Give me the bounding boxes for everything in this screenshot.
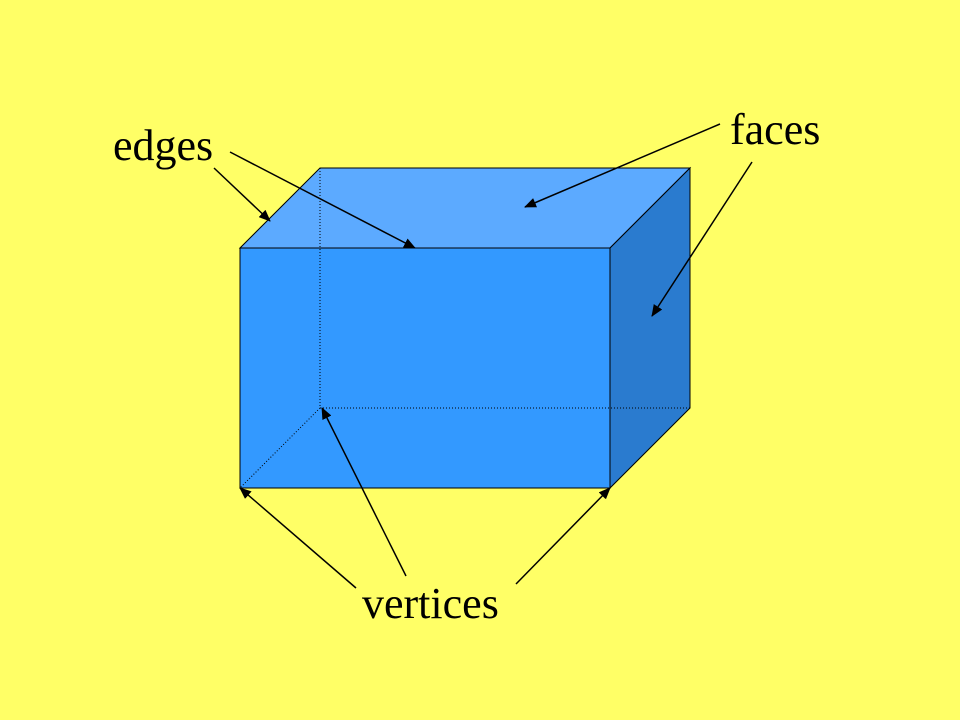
vertices-arrow-right [515, 487, 611, 585]
vertices-arrow-middle [321, 407, 407, 577]
vertices-label: vertices [362, 579, 499, 628]
faces-arrow-top [524, 123, 721, 208]
edges-arrow-top [229, 151, 416, 249]
hidden-edge-diagonal [239, 407, 321, 489]
edges-label: edges [113, 121, 213, 170]
vertices-arrow-left [239, 487, 357, 589]
faces-arrow-side [651, 161, 753, 317]
front-face [239, 247, 611, 489]
hidden-edges [239, 168, 690, 489]
faces-label: faces [730, 105, 820, 154]
edges-arrow-left [213, 167, 271, 222]
